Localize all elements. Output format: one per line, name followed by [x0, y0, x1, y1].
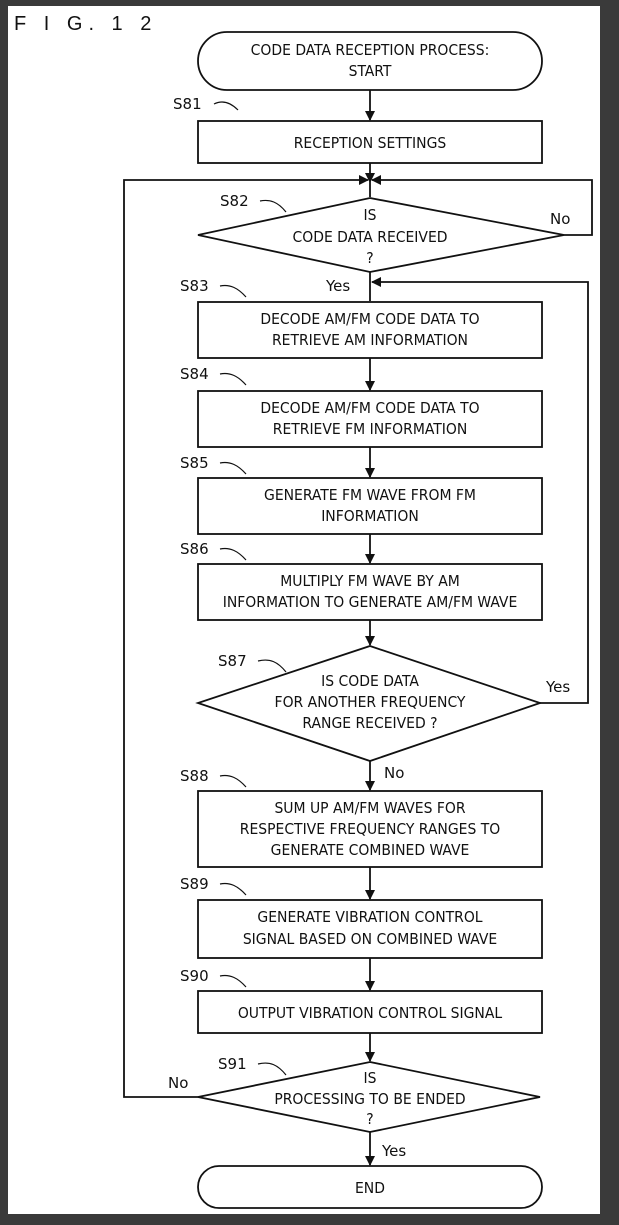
step-s87-line-1: IS CODE DATA — [321, 672, 419, 690]
step-id-s88: S88 — [180, 767, 209, 785]
step-s84-line-2: RETRIEVE FM INFORMATION — [273, 420, 468, 438]
end-line-1: END — [355, 1179, 385, 1197]
step-id-s90: S90 — [180, 967, 209, 985]
step-s91-line-2: PROCESSING TO BE ENDED — [274, 1090, 465, 1108]
step-s86: S86 MULTIPLY FM WAVE BY AM INFORMATION T… — [180, 540, 543, 621]
flowchart: F I G. 1 2 CODE DATA RECEPTION PROCESS: … — [14, 13, 593, 1209]
step-s91-line-1: IS — [364, 1069, 377, 1087]
figure-sheet: F I G. 1 2 CODE DATA RECEPTION PROCESS: … — [8, 6, 600, 1214]
step-s88: S88 SUM UP AM/FM WAVES FOR RESPECTIVE FR… — [180, 767, 543, 868]
step-id-s83: S83 — [180, 277, 209, 295]
decision-s91: S91 IS PROCESSING TO BE ENDED ? — [197, 1055, 541, 1133]
start-terminal: CODE DATA RECEPTION PROCESS: START — [197, 31, 543, 91]
step-s89-line-1: GENERATE VIBRATION CONTROL — [257, 908, 482, 926]
step-s83-line-1: DECODE AM/FM CODE DATA TO — [260, 310, 479, 328]
step-id-s81: S81 — [173, 95, 202, 113]
step-s82-line-3: ? — [366, 249, 373, 267]
step-s86-line-1: MULTIPLY FM WAVE BY AM — [280, 572, 460, 590]
step-id-s91: S91 — [218, 1055, 247, 1073]
step-s88-line-2: RESPECTIVE FREQUENCY RANGES TO — [240, 820, 500, 838]
end-terminal: END — [197, 1165, 543, 1209]
step-s81: S81 RECEPTION SETTINGS — [173, 95, 543, 164]
branch-s87-yes: Yes — [545, 678, 570, 696]
step-s89: S89 GENERATE VIBRATION CONTROL SIGNAL BA… — [180, 875, 543, 959]
step-s89-line-2: SIGNAL BASED ON COMBINED WAVE — [243, 930, 497, 948]
step-s84-line-1: DECODE AM/FM CODE DATA TO — [260, 399, 479, 417]
step-s88-line-1: SUM UP AM/FM WAVES FOR — [274, 799, 465, 817]
step-id-s84: S84 — [180, 365, 209, 383]
step-s90: S90 OUTPUT VIBRATION CONTROL SIGNAL — [180, 967, 543, 1034]
step-s88-line-3: GENERATE COMBINED WAVE — [271, 841, 470, 859]
step-id-s89: S89 — [180, 875, 209, 893]
step-s85: S85 GENERATE FM WAVE FROM FM INFORMATION — [180, 454, 543, 535]
step-s87-line-3: RANGE RECEIVED ? — [302, 714, 437, 732]
step-id-s82: S82 — [220, 192, 249, 210]
step-s90-line-1: OUTPUT VIBRATION CONTROL SIGNAL — [238, 1004, 503, 1022]
connectors — [123, 90, 593, 1166]
branch-s82-yes: Yes — [325, 277, 350, 295]
decision-s82: S82 IS CODE DATA RECEIVED ? — [197, 192, 565, 273]
step-s85-line-1: GENERATE FM WAVE FROM FM — [264, 486, 476, 504]
start-line-1: CODE DATA RECEPTION PROCESS: — [251, 41, 490, 59]
step-s84: S84 DECODE AM/FM CODE DATA TO RETRIEVE F… — [180, 365, 543, 448]
figure-label: F I G. 1 2 — [14, 13, 157, 35]
step-s82-line-1: IS — [364, 206, 377, 224]
step-s86-line-2: INFORMATION TO GENERATE AM/FM WAVE — [223, 593, 518, 611]
branch-s82-no: No — [550, 210, 570, 228]
step-s81-line-1: RECEPTION SETTINGS — [294, 134, 447, 152]
step-s83: S83 DECODE AM/FM CODE DATA TO RETRIEVE A… — [180, 277, 543, 359]
step-s82-line-2: CODE DATA RECEIVED — [292, 228, 447, 246]
step-id-s87: S87 — [218, 652, 247, 670]
start-line-2: START — [349, 62, 392, 80]
branch-s91-yes: Yes — [381, 1142, 406, 1160]
step-s85-line-2: INFORMATION — [321, 507, 419, 525]
step-s87-line-2: FOR ANOTHER FREQUENCY — [275, 693, 466, 711]
branch-s87-no: No — [384, 764, 404, 782]
branch-s91-no: No — [168, 1074, 188, 1092]
step-id-s86: S86 — [180, 540, 209, 558]
decision-s87: S87 IS CODE DATA FOR ANOTHER FREQUENCY R… — [195, 645, 543, 762]
step-s91-line-3: ? — [366, 1110, 373, 1128]
step-s83-line-2: RETRIEVE AM INFORMATION — [272, 331, 468, 349]
step-id-s85: S85 — [180, 454, 209, 472]
